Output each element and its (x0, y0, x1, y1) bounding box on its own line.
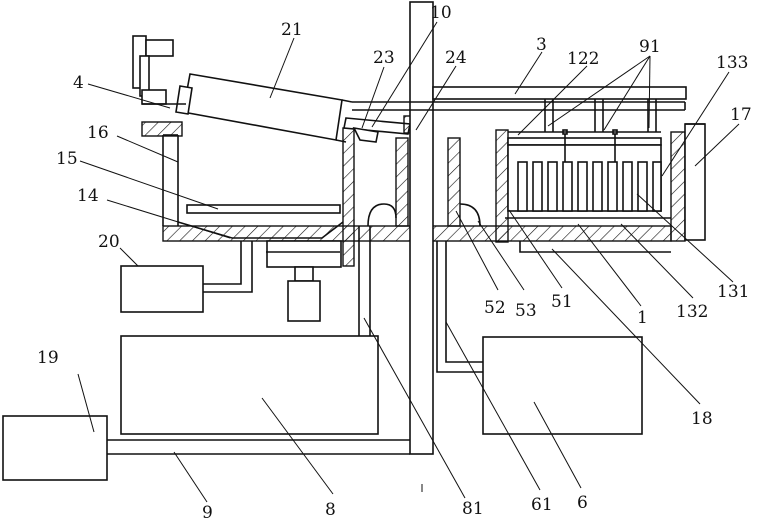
label-20: 20 (98, 232, 120, 252)
drum-motor (175, 73, 414, 143)
label-17: 17 (730, 105, 752, 125)
label-91: 91 (639, 37, 661, 57)
left-tank (141, 121, 355, 267)
pipes (107, 226, 671, 455)
label-131: 131 (717, 282, 749, 302)
label-8: 8 (325, 500, 336, 520)
label-16: 16 (87, 123, 109, 143)
right-tank (495, 123, 706, 243)
label-51: 51 (551, 292, 573, 312)
label-19: 19 (37, 348, 59, 368)
label-9: 9 (202, 503, 213, 523)
electrode-comb (505, 99, 671, 219)
central-post (409, 1, 434, 455)
top-left-bracket (132, 35, 186, 105)
box-20 (120, 265, 204, 313)
top-beam (352, 86, 687, 111)
label-81: 81 (462, 499, 484, 519)
label-18: 18 (691, 409, 713, 429)
label-61: 61 (531, 495, 553, 515)
middle-uprights (367, 137, 481, 227)
label-15: 15 (56, 149, 78, 169)
label-10: 10 (430, 3, 452, 23)
label-132: 132 (676, 302, 708, 322)
label-4: 4 (73, 73, 84, 93)
label-24: 24 (445, 48, 467, 68)
label-133: 133 (716, 53, 748, 73)
label-53: 53 (515, 301, 537, 321)
label-52: 52 (484, 298, 506, 318)
bottom-pump (266, 240, 342, 322)
label-21: 21 (281, 20, 303, 40)
box-8 (120, 335, 379, 435)
label-14: 14 (77, 186, 99, 206)
label-3: 3 (536, 35, 547, 55)
label-122: 122 (567, 49, 599, 69)
label-6: 6 (577, 493, 588, 513)
labels: 21 10 23 24 3 122 91 133 17 4 16 15 14 2… (37, 3, 752, 523)
label-23: 23 (373, 48, 395, 68)
box-6 (482, 336, 643, 435)
label-1: 1 (637, 308, 648, 328)
leader-lines (77, 21, 740, 503)
box-19 (2, 415, 108, 481)
